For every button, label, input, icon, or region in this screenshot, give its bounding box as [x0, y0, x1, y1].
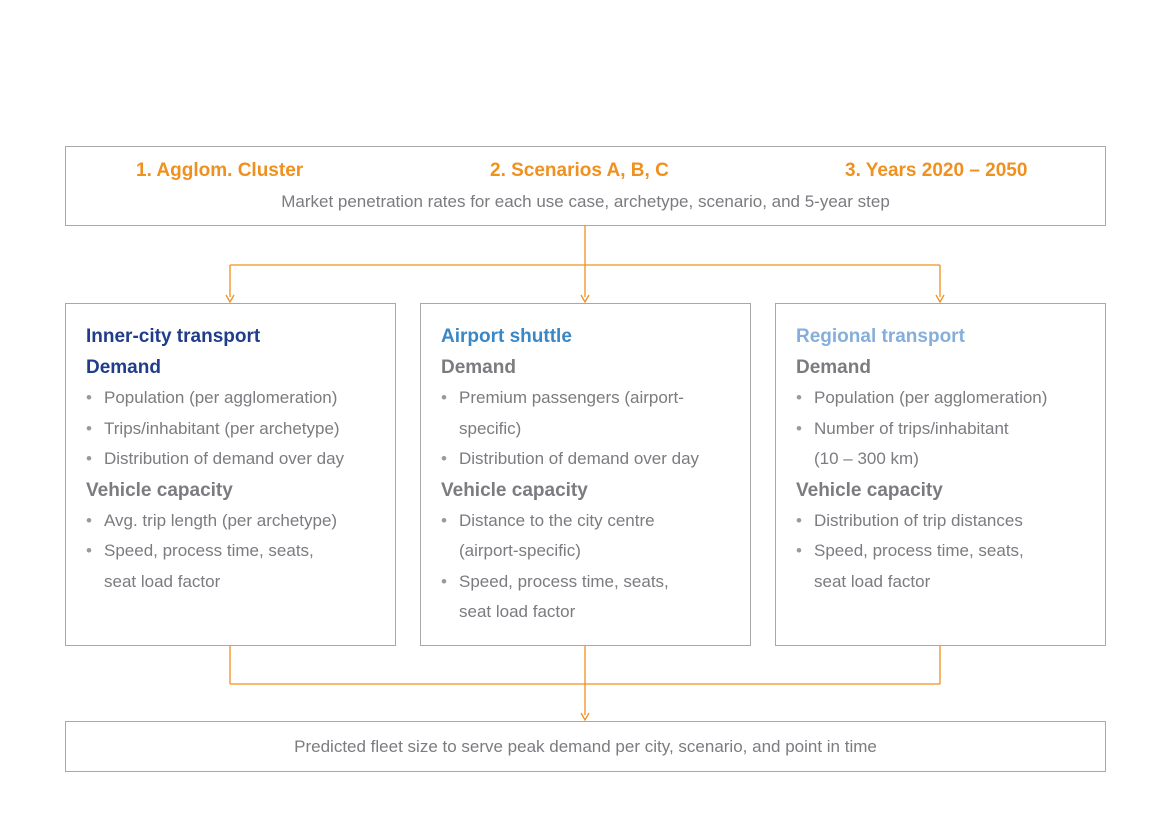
input-parameters-box: 1. Agglom. Cluster 2. Scenarios A, B, C …	[65, 146, 1106, 226]
capacity-list: Avg. trip length (per archetype) Speed, …	[86, 506, 395, 598]
card-title: Inner-city transport	[86, 326, 261, 347]
card-title: Regional transport	[796, 326, 965, 347]
card-regional-transport: Regional transport Demand Population (pe…	[775, 303, 1106, 646]
list-item: Avg. trip length (per archetype)	[86, 506, 395, 537]
card-title: Airport shuttle	[441, 326, 572, 347]
input-parameters-subtitle: Market penetration rates for each use ca…	[281, 192, 890, 211]
arrowhead-inner	[225, 294, 235, 304]
list-item: Speed, process time, seats, seat load fa…	[796, 536, 1105, 597]
list-item: Premium passengers (airport-specific)	[441, 383, 750, 444]
list-item: Distribution of demand over day	[441, 444, 750, 475]
demand-heading: Demand	[441, 357, 516, 378]
arrowhead-bottom	[580, 712, 590, 722]
vehicle-capacity-heading: Vehicle capacity	[441, 479, 588, 501]
output-fleet-size-box: Predicted fleet size to serve peak deman…	[65, 721, 1106, 772]
list-item: Population (per agglomeration)	[796, 383, 1105, 414]
output-fleet-size-text: Predicted fleet size to serve peak deman…	[294, 737, 877, 756]
list-item: Population (per agglomeration)	[86, 383, 395, 414]
capacity-list: Distance to the city centre (airport-spe…	[441, 506, 750, 628]
list-item: Number of trips/inhabitant (10 – 300 km)	[796, 414, 1105, 475]
capacity-list: Distribution of trip distances Speed, pr…	[796, 506, 1105, 598]
list-item: Distribution of demand over day	[86, 444, 395, 475]
demand-heading: Demand	[796, 357, 871, 378]
demand-list: Population (per agglomeration) Number of…	[796, 383, 1105, 475]
card-airport-shuttle: Airport shuttle Demand Premium passenger…	[420, 303, 751, 646]
list-item: Speed, process time, seats, seat load fa…	[86, 536, 395, 597]
arrowhead-airport	[580, 294, 590, 304]
demand-list: Population (per agglomeration) Trips/inh…	[86, 383, 395, 475]
arrowhead-regional	[935, 294, 945, 304]
demand-heading: Demand	[86, 357, 161, 378]
step-agglomeration-cluster: 1. Agglom. Cluster	[136, 160, 304, 181]
list-item: Trips/inhabitant (per archetype)	[86, 414, 395, 445]
step-years: 3. Years 2020 – 2050	[845, 160, 1028, 181]
demand-list: Premium passengers (airport-specific) Di…	[441, 383, 750, 475]
step-scenarios: 2. Scenarios A, B, C	[490, 160, 669, 181]
list-item: Speed, process time, seats, seat load fa…	[441, 567, 750, 628]
card-inner-city-transport: Inner-city transport Demand Population (…	[65, 303, 396, 646]
vehicle-capacity-heading: Vehicle capacity	[796, 479, 943, 501]
vehicle-capacity-heading: Vehicle capacity	[86, 479, 233, 501]
list-item: Distance to the city centre (airport-spe…	[441, 506, 750, 567]
list-item: Distribution of trip distances	[796, 506, 1105, 537]
